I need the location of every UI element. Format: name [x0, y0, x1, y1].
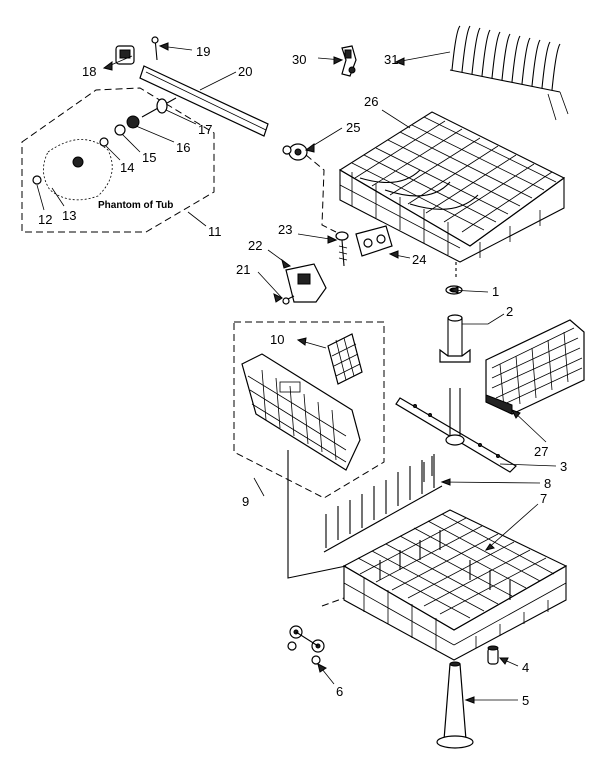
part-12-nut: [32, 175, 42, 185]
leader-arrowheads: [102, 42, 521, 704]
callout-9: 9: [242, 494, 249, 509]
callout-3: 3: [560, 459, 567, 474]
part-15-bushing: [114, 124, 126, 136]
callout-24: 24: [412, 252, 426, 267]
part-9-cutlery-basket: [241, 353, 361, 471]
callout-30: 30: [292, 52, 306, 67]
part-18-end-cap: [115, 45, 135, 65]
part-6-wheel-assembly: [287, 625, 325, 665]
basket-kit-outline: [233, 321, 385, 499]
part-4-cap: [487, 645, 499, 665]
part-5-center-tube: [436, 661, 474, 749]
callout-25: 25: [346, 120, 360, 135]
phantom-of-tub-label: Phantom of Tub: [98, 200, 173, 211]
callout-12: 12: [38, 212, 52, 227]
part-20-rack-rail: [139, 65, 269, 137]
callout-13: 13: [62, 208, 76, 223]
part-16-bearing: [126, 115, 140, 129]
part-25-roller: [282, 143, 308, 161]
callout-26: 26: [364, 94, 378, 109]
leader-basket-to-rack: [287, 450, 347, 579]
part-2-spray-tube: [439, 314, 471, 363]
part-27-silverware-basket: [485, 319, 585, 415]
part-23-bolt: [335, 231, 349, 267]
callout-14: 14: [120, 160, 134, 175]
part-10-basket-lid: [327, 333, 363, 385]
part-19-screw: [151, 36, 159, 61]
callout-4: 4: [522, 660, 529, 675]
part-8-tine-row: [323, 454, 443, 553]
callout-31: 31: [384, 52, 398, 67]
part-22-stop-block: [285, 263, 327, 303]
callout-6: 6: [336, 684, 343, 699]
callout-11: 11: [208, 224, 222, 239]
callout-19: 19: [196, 44, 210, 59]
callout-5: 5: [522, 693, 529, 708]
callout-10: 10: [270, 332, 284, 347]
part-26-upper-rack: [338, 111, 566, 278]
callout-22: 22: [248, 238, 262, 253]
assembly-path-25: [305, 154, 337, 233]
part-17-axle: [141, 97, 177, 118]
callout-21: 21: [236, 262, 250, 277]
callout-15: 15: [142, 150, 156, 165]
part-21-screw: [282, 295, 295, 305]
part-24-bracket: [355, 225, 393, 257]
part-14-washer: [99, 137, 109, 147]
callout-8: 8: [544, 476, 551, 491]
callout-7: 7: [540, 491, 547, 506]
part-3-lower-spray-arm: [395, 388, 517, 473]
callout-18: 18: [82, 64, 96, 79]
callout-23: 23: [278, 222, 292, 237]
part-7-lower-rack: [342, 509, 568, 661]
part-30-clip: [341, 45, 357, 77]
callout-1: 1: [492, 284, 499, 299]
callout-20: 20: [238, 64, 252, 79]
phantom-of-tub-outline: [21, 87, 215, 233]
callout-16: 16: [176, 140, 190, 155]
part-31-tine-row: [449, 25, 569, 121]
callout-17: 17: [198, 122, 212, 137]
assembly-path-rack-wheels: [321, 597, 345, 607]
callout-2: 2: [506, 304, 513, 319]
callout-27: 27: [534, 444, 548, 459]
tub-phantom-wheel: [43, 139, 113, 201]
